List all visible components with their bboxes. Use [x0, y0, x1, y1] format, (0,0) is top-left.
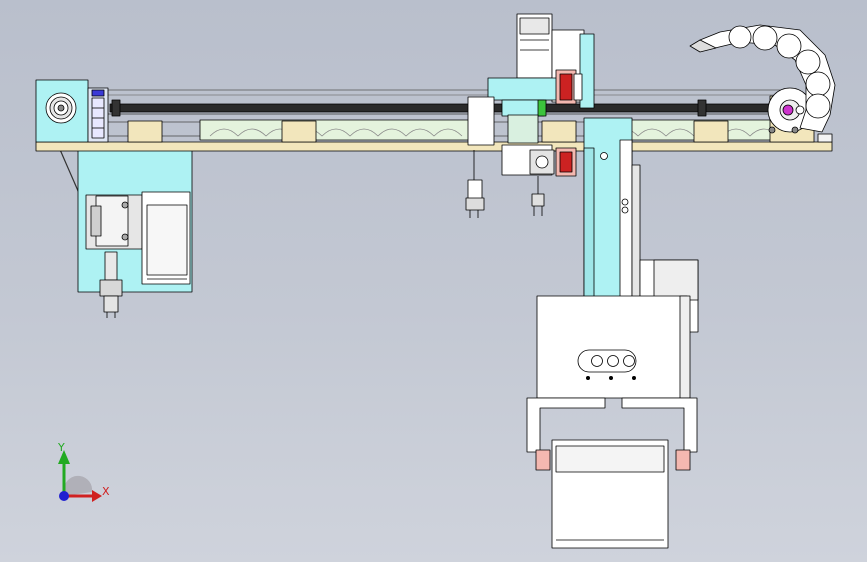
cable-connector-1: [467, 179, 483, 201]
axis-y-label: Y: [58, 441, 65, 454]
gripper-assembly: [526, 295, 698, 549]
main-beam: [35, 89, 833, 152]
cable-drag-chain: [689, 24, 836, 133]
gripper-pad-right: [675, 449, 691, 471]
gripper-body: [536, 295, 688, 399]
slider-block-3: [541, 120, 577, 143]
gripper-jaws: [526, 397, 606, 453]
left-motor-assembly: [57, 144, 193, 318]
slider-block-2: [281, 120, 317, 143]
left-end-pulley: [35, 79, 109, 143]
slider-block-4: [693, 120, 729, 143]
coordinate-triad: [58, 450, 102, 502]
slider-block-1: [127, 120, 163, 143]
gripper-pad-left: [535, 449, 551, 471]
belt-rail: [109, 103, 771, 113]
axis-x-label: X: [102, 485, 110, 498]
cable-connector-2: [531, 193, 545, 207]
left-connector-cable: [104, 251, 118, 281]
center-carriage: [465, 13, 595, 218]
beam-plate: [35, 141, 833, 152]
